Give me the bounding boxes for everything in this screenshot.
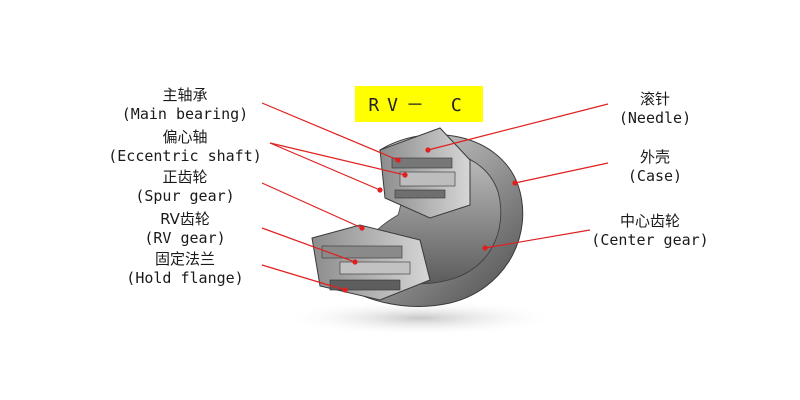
upper-gear-teeth bbox=[394, 189, 446, 199]
lower-rv-gear bbox=[321, 245, 403, 259]
leader-dot-2 bbox=[402, 172, 408, 178]
callout-case-zh: 外壳 bbox=[639, 148, 670, 166]
callout-eccentric-shaft: 偏心轴 (Eccentric shaft) bbox=[100, 128, 270, 166]
callout-main-bearing-zh: 主轴承 bbox=[162, 86, 208, 104]
leader-dot-9 bbox=[482, 245, 488, 251]
callout-center-gear-en: (Center gear) bbox=[591, 231, 709, 249]
leader-eccentric-shaft-1 bbox=[269, 142, 406, 176]
leader-hold-flange bbox=[261, 264, 346, 291]
leader-case bbox=[514, 162, 609, 184]
callout-case-en: (Case) bbox=[627, 167, 683, 185]
callout-main-bearing-en: (Main bearing) bbox=[121, 105, 249, 123]
callout-center-gear-zh: 中心齿轮 bbox=[619, 212, 680, 230]
callout-spur-gear-en: (Spur gear) bbox=[135, 187, 235, 205]
leader-dot-1 bbox=[395, 157, 401, 163]
upper-bearing-rollers bbox=[391, 157, 453, 169]
leader-dot-3 bbox=[377, 187, 383, 193]
callout-rv-gear: RV齿轮 (RV gear) bbox=[110, 210, 260, 248]
callout-hold-flange: 固定法兰 (Hold flange) bbox=[110, 250, 260, 288]
callout-hold-flange-en: (Hold flange) bbox=[126, 269, 244, 287]
leader-main-bearing bbox=[261, 102, 399, 161]
leader-center-gear bbox=[484, 229, 591, 249]
callout-center-gear: 中心齿轮 (Center gear) bbox=[585, 212, 715, 250]
callout-spur-gear-zh: 正齿轮 bbox=[162, 168, 208, 186]
callout-eccentric-shaft-zh: 偏心轴 bbox=[162, 128, 208, 146]
model-title-badge: RV－ C bbox=[355, 86, 483, 122]
callout-needle: 滚针 (Needle) bbox=[600, 90, 710, 128]
floor-shadow bbox=[280, 300, 560, 336]
leader-eccentric-shaft-2 bbox=[269, 142, 381, 191]
model-title: RV－ C bbox=[368, 95, 470, 116]
leader-needle bbox=[427, 103, 609, 151]
callout-main-bearing: 主轴承 (Main bearing) bbox=[110, 86, 260, 124]
upper-shaft bbox=[399, 171, 456, 187]
leader-rv-gear bbox=[261, 227, 356, 263]
leader-dot-5 bbox=[352, 259, 358, 265]
leader-dot-8 bbox=[512, 180, 518, 186]
lower-shaft bbox=[339, 261, 411, 275]
callout-rv-gear-en: (RV gear) bbox=[144, 229, 226, 247]
callout-needle-en: (Needle) bbox=[618, 109, 692, 127]
callout-eccentric-shaft-en: (Eccentric shaft) bbox=[108, 147, 262, 165]
leader-dot-7 bbox=[425, 147, 431, 153]
callout-spur-gear: 正齿轮 (Spur gear) bbox=[110, 168, 260, 206]
callout-needle-zh: 滚针 bbox=[639, 90, 670, 108]
leader-lines bbox=[261, 102, 609, 293]
leader-dot-4 bbox=[359, 225, 365, 231]
callout-rv-gear-zh: RV齿轮 bbox=[160, 210, 210, 228]
callout-hold-flange-zh: 固定法兰 bbox=[154, 250, 215, 268]
callout-case: 外壳 (Case) bbox=[600, 148, 710, 186]
leader-dot-6 bbox=[342, 287, 348, 293]
leader-spur-gear bbox=[261, 182, 363, 229]
